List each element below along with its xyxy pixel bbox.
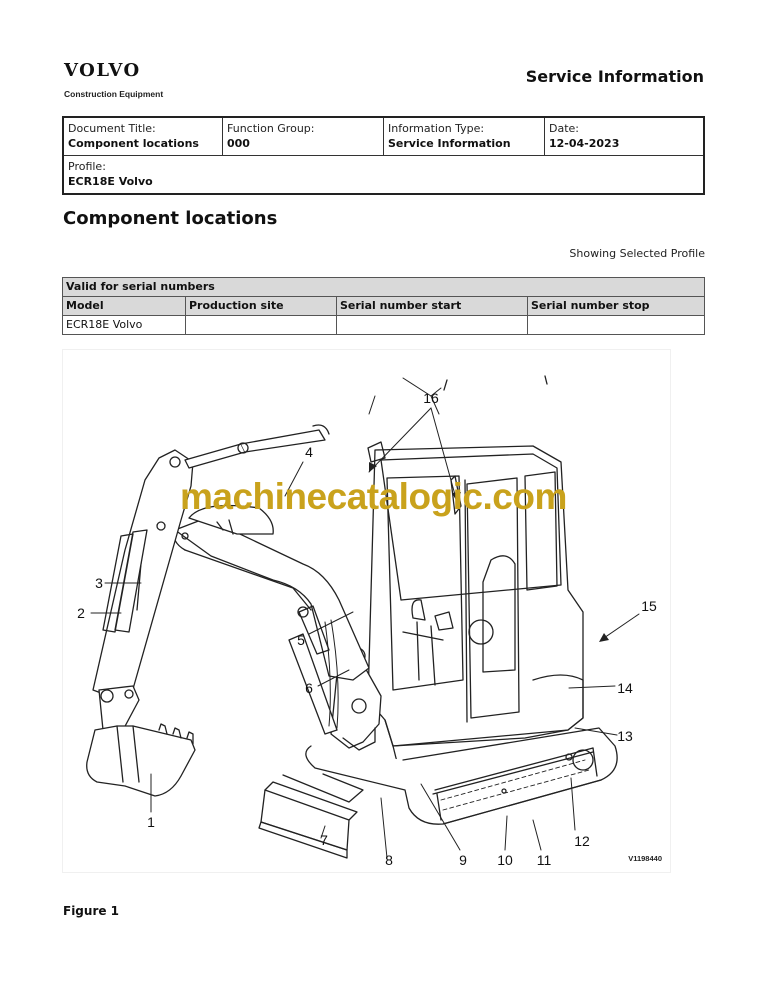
column-header-production-site: Production site bbox=[185, 296, 337, 316]
date-value: 12-04-2023 bbox=[549, 137, 620, 150]
function-group-value: 000 bbox=[227, 137, 250, 150]
serial-table-caption: Valid for serial numbers bbox=[62, 277, 705, 297]
callout-3: 3 bbox=[95, 575, 103, 591]
column-header-serial-start: Serial number start bbox=[336, 296, 528, 316]
callout-12: 12 bbox=[574, 833, 590, 849]
callout-4: 4 bbox=[305, 444, 313, 460]
cell-production-site bbox=[185, 315, 337, 335]
page-title: Component locations bbox=[63, 208, 278, 229]
volvo-logo: VOLVO Construction Equipment bbox=[64, 60, 164, 100]
callout-8: 8 bbox=[385, 852, 393, 868]
callout-14: 14 bbox=[617, 680, 633, 696]
callout-9: 9 bbox=[459, 852, 467, 868]
brand-subtitle: Construction Equipment bbox=[64, 89, 164, 99]
brand-name: VOLVO bbox=[64, 60, 141, 81]
column-header-model: Model bbox=[62, 296, 186, 316]
column-header-serial-stop: Serial number stop bbox=[527, 296, 705, 316]
profile-label: Profile: bbox=[68, 160, 106, 173]
callout-6: 6 bbox=[305, 680, 313, 696]
cell-model: ECR18E Volvo bbox=[62, 315, 186, 335]
serial-number-table: Valid for serial numbers Model Productio… bbox=[62, 277, 705, 335]
document-meta-table: Document Title: Component locations Func… bbox=[62, 116, 705, 195]
excavator-line-drawing bbox=[86, 375, 640, 859]
callout-5: 5 bbox=[297, 632, 305, 648]
information-type-value: Service Information bbox=[388, 137, 511, 150]
callout-13: 13 bbox=[617, 728, 633, 744]
document-kind: Service Information bbox=[525, 67, 704, 86]
date-label: Date: bbox=[549, 122, 579, 135]
information-type-label: Information Type: bbox=[388, 122, 485, 135]
figure-caption: Figure 1 bbox=[63, 904, 120, 918]
information-type-cell: Information Type: Service Information bbox=[383, 116, 545, 156]
excavator-component-figure: 1 2 3 4 5 6 7 8 9 10 11 12 13 14 15 16 m… bbox=[62, 349, 671, 873]
callout-16: 16 bbox=[423, 390, 439, 406]
document-title-value: Component locations bbox=[68, 137, 199, 150]
profile-value: ECR18E Volvo bbox=[68, 175, 153, 188]
document-title-cell: Document Title: Component locations bbox=[62, 116, 223, 156]
callout-7: 7 bbox=[320, 832, 328, 848]
function-group-label: Function Group: bbox=[227, 122, 315, 135]
function-group-cell: Function Group: 000 bbox=[222, 116, 384, 156]
document-title-label: Document Title: bbox=[68, 122, 156, 135]
table-row: ECR18E Volvo bbox=[62, 315, 705, 335]
callout-15: 15 bbox=[641, 598, 657, 614]
callout-11: 11 bbox=[536, 852, 552, 868]
callout-1: 1 bbox=[147, 814, 155, 830]
figure-code: V1198440 bbox=[628, 854, 662, 863]
watermark-text: machinecatalogic.com bbox=[180, 476, 567, 517]
cell-serial-start bbox=[336, 315, 528, 335]
callout-10: 10 bbox=[497, 852, 513, 868]
date-cell: Date: 12-04-2023 bbox=[544, 116, 705, 156]
cell-serial-stop bbox=[527, 315, 705, 335]
callout-2: 2 bbox=[77, 605, 85, 621]
profile-note: Showing Selected Profile bbox=[569, 247, 705, 260]
profile-cell: Profile: ECR18E Volvo bbox=[62, 155, 705, 195]
